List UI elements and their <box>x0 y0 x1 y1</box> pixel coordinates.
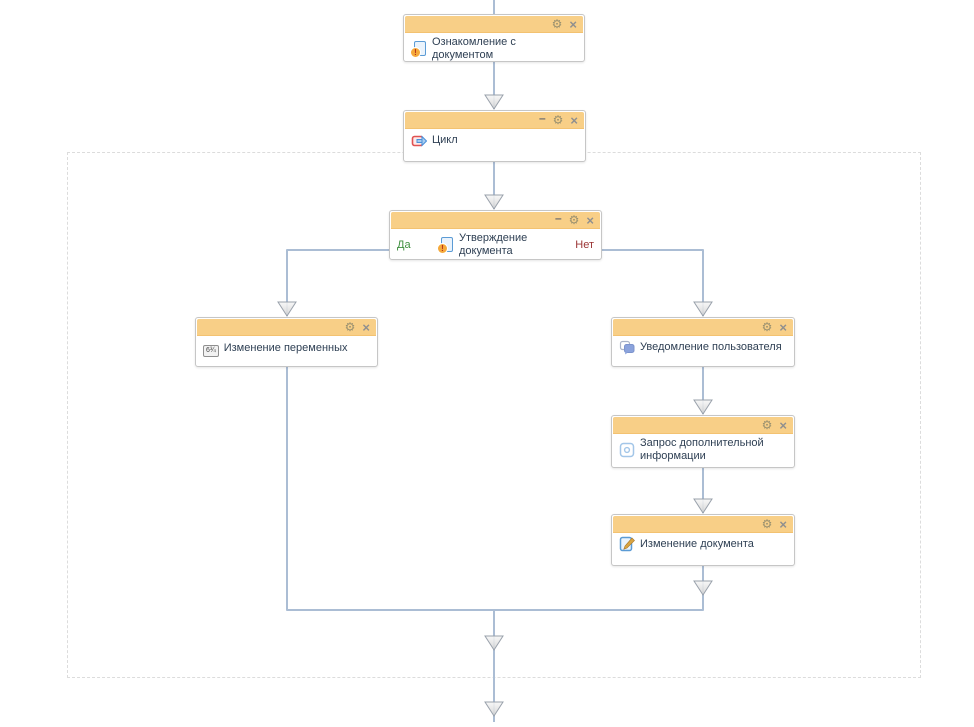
exclamation-badge: ! <box>410 46 421 58</box>
node-title: Изменение переменных <box>223 341 348 354</box>
edit-document-icon <box>619 536 635 552</box>
notification-icon <box>619 339 635 355</box>
node-request-info[interactable]: ⚙ × Запрос дополнительной информации <box>611 415 795 468</box>
close-icon[interactable]: × <box>779 516 787 532</box>
node-title: Утверждение документа <box>459 232 528 257</box>
node-body: ! Ознакомление с документом <box>405 33 583 65</box>
arrowhead-icon <box>693 498 713 514</box>
minimize-icon[interactable]: – <box>554 211 562 225</box>
node-body: Уведомление пользователя <box>613 336 793 358</box>
settings-gear-icon[interactable]: ⚙ <box>761 418 773 432</box>
close-icon[interactable]: × <box>362 319 370 335</box>
node-body: 6¾ Изменение переменных <box>197 336 376 360</box>
node-title: Запрос дополнительной информации <box>640 437 764 462</box>
arrowhead-icon <box>484 635 504 651</box>
node-title: Уведомление пользователя <box>640 340 782 353</box>
arrowhead-icon <box>693 399 713 415</box>
node-loop[interactable]: – ⚙ × Цикл <box>403 110 586 162</box>
exclamation-badge: ! <box>437 242 448 254</box>
node-body: Да ! Утверждение документа Нет <box>391 229 600 261</box>
arrowhead-icon <box>484 194 504 210</box>
settings-gear-icon[interactable]: ⚙ <box>568 213 580 227</box>
close-icon[interactable]: × <box>570 112 578 128</box>
node-body: Запрос дополнительной информации <box>613 434 793 466</box>
node-header: – ⚙ × <box>391 212 600 229</box>
branch-label-yes: Да <box>397 238 411 251</box>
arrowhead-icon <box>693 301 713 317</box>
node-approval[interactable]: – ⚙ × Да ! Утверждение документа Нет <box>389 210 602 260</box>
settings-gear-icon[interactable]: ⚙ <box>761 517 773 531</box>
branch-label-no: Нет <box>575 238 594 251</box>
arrowhead-icon <box>693 580 713 596</box>
node-header: ⚙ × <box>613 516 793 533</box>
close-icon[interactable]: × <box>586 212 594 228</box>
connector-approval-no <box>601 249 704 316</box>
settings-gear-icon[interactable]: ⚙ <box>552 113 564 127</box>
settings-gear-icon[interactable]: ⚙ <box>761 320 773 334</box>
minimize-icon[interactable]: – <box>538 111 546 125</box>
settings-gear-icon[interactable]: ⚙ <box>551 17 563 31</box>
node-title: Изменение документа <box>640 537 754 550</box>
close-icon[interactable]: × <box>779 319 787 335</box>
arrowhead-icon <box>484 701 504 717</box>
connector-approval-yes <box>286 249 390 316</box>
node-header: ⚙ × <box>197 319 376 336</box>
request-info-icon <box>619 442 635 458</box>
node-header: ⚙ × <box>613 417 793 434</box>
node-body: Цикл <box>405 129 584 151</box>
connector-variables-to-merge <box>286 367 494 611</box>
close-icon[interactable]: × <box>569 16 577 32</box>
connector-edit-to-merge <box>494 566 704 611</box>
settings-gear-icon[interactable]: ⚙ <box>344 320 356 334</box>
node-header: ⚙ × <box>405 16 583 33</box>
variables-icon: 6¾ <box>203 345 219 357</box>
node-title: Ознакомление с документом <box>432 36 516 61</box>
document-exclamation-icon: ! <box>410 40 427 58</box>
close-icon[interactable]: × <box>779 417 787 433</box>
node-title: Цикл <box>432 133 458 146</box>
node-header: – ⚙ × <box>405 112 584 129</box>
node-change-variables[interactable]: ⚙ × 6¾ Изменение переменных <box>195 317 378 367</box>
node-familiarization[interactable]: ⚙ × ! Ознакомление с документом <box>403 14 585 62</box>
arrowhead-icon <box>277 301 297 317</box>
document-exclamation-icon: ! <box>437 236 454 254</box>
loop-icon <box>411 132 428 148</box>
node-edit-document[interactable]: ⚙ × Изменение документа <box>611 514 795 566</box>
node-body: Изменение документа <box>613 533 793 555</box>
node-notify-user[interactable]: ⚙ × Уведомление пользователя <box>611 317 795 367</box>
node-header: ⚙ × <box>613 319 793 336</box>
arrowhead-icon <box>484 94 504 110</box>
